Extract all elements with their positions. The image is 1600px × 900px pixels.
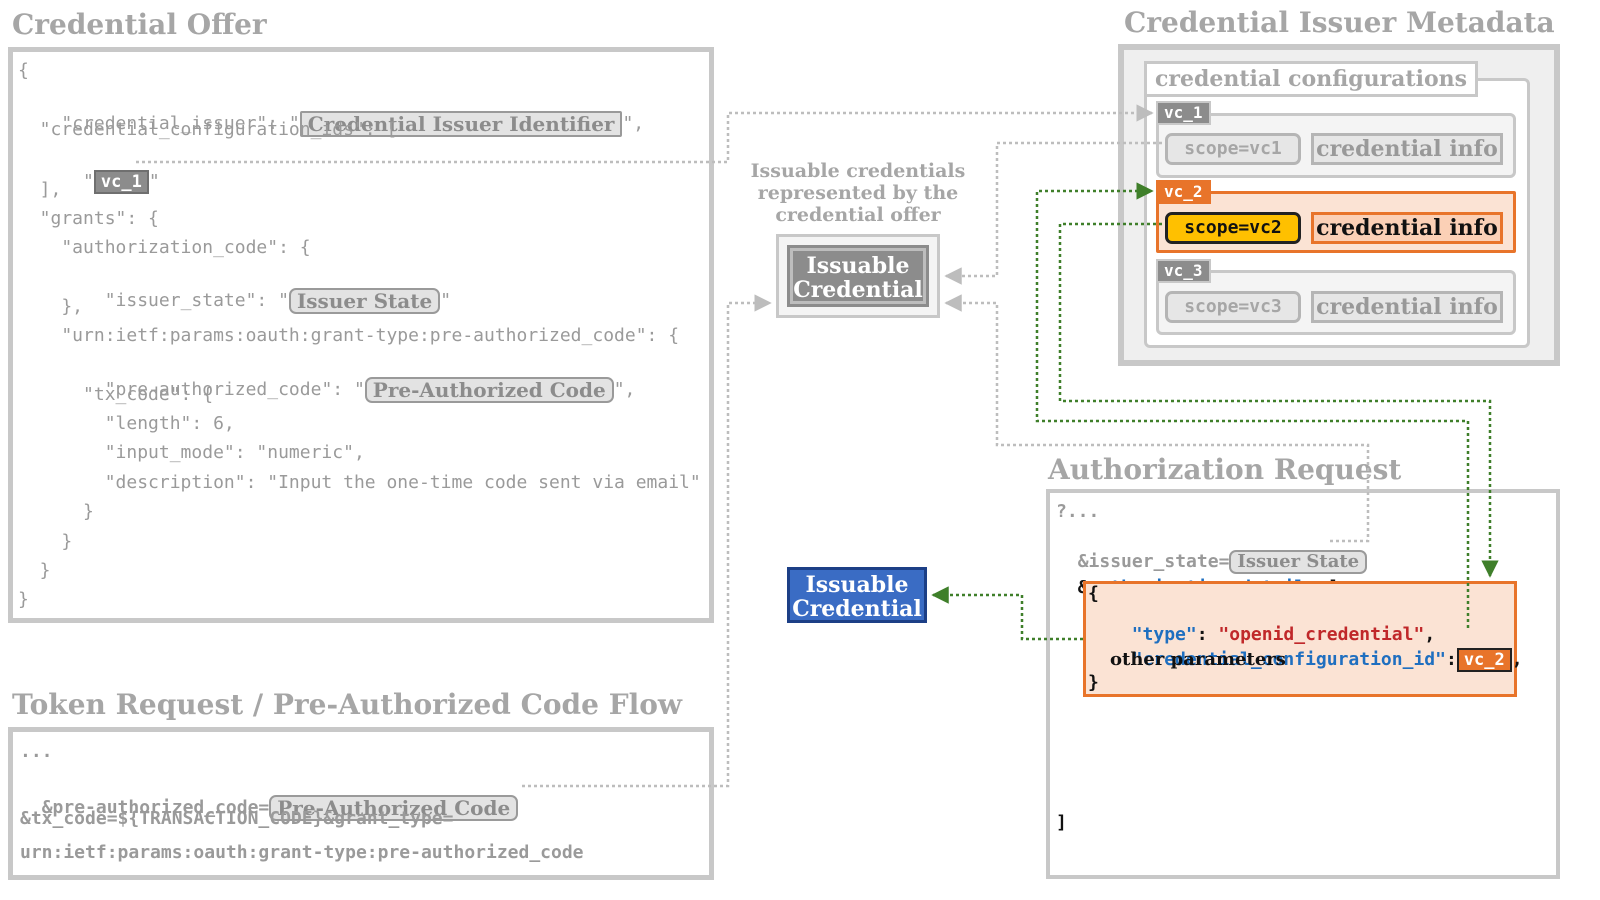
config-id-colon: : (1445, 649, 1457, 670)
config-vc3-info: credential info (1311, 291, 1503, 323)
issuer-state-placeholder: Issuer State (288, 288, 441, 314)
config-vc3-tag: vc_3 (1156, 259, 1211, 283)
auth-array-close: ] (1056, 812, 1067, 833)
offer-vc1-tag: vc_1 (93, 170, 149, 194)
config-vc3-scope: scope=vc3 (1165, 291, 1301, 323)
offer-line-preauth-close: } (18, 531, 73, 552)
offer-line-config-ids: "credential_configuration_ids": [ (18, 119, 398, 140)
vc-close-quote: " (148, 171, 160, 192)
offer-line-close: } (18, 589, 29, 610)
issuer-key: "credential_issuer": " (39, 113, 300, 134)
metadata-vc1-to-issuable-line (944, 141, 1162, 285)
credential-issuer-identifier-placeholder: Credential Issuer Identifier (299, 111, 623, 137)
auth-obj-config-id: "credential_configuration_id":vc_2, (1110, 628, 1523, 672)
auth-vc2-tag: vc_2 (1456, 648, 1512, 672)
config-id-tail: , (1511, 649, 1523, 670)
config-id-key: "credential_configuration_id" (1131, 649, 1446, 670)
auth-issuer-state-param: &issuer_state= (1077, 551, 1230, 572)
auth-details-to-issuable-blue-line (931, 586, 1083, 641)
config-vc2-scope: scope=vc2 (1165, 212, 1301, 244)
token-line-4: urn:ietf:params:oauth:grant-type:pre-aut… (20, 842, 584, 863)
type-colon: : (1196, 624, 1219, 645)
issuer-tail: ", (622, 113, 645, 134)
offer-line-vc1: "vc_1" (18, 150, 160, 194)
authorization-details-object (1083, 581, 1517, 697)
token-pre-authorized-code-placeholder: Pre-Authorized Code (269, 795, 519, 821)
offer-line-issuer-state: "issuer_state": "Issuer State" (18, 268, 451, 314)
offer-line-tx-close: } (18, 501, 94, 522)
auth-obj-type: "type": "openid_credential", (1110, 605, 1435, 645)
credential-offer-title: Credential Offer (12, 8, 267, 41)
config-vc2-info: credential info (1311, 212, 1503, 244)
preauth-code-tail: ", (613, 379, 636, 400)
preauth-param: &pre-authorized_code= (41, 797, 270, 818)
pre-authorized-code-placeholder: Pre-Authorized Code (364, 377, 614, 403)
issuable-caption: Issuable credentials represented by the … (750, 160, 966, 226)
type-comma: , (1424, 624, 1436, 645)
token-to-issuable-line (522, 294, 772, 788)
issuer-state-key: "issuer_state": " (39, 290, 289, 311)
offer-line-array-close: ], (18, 179, 62, 200)
offer-line-issuer: "credential_issuer": "Credential Issuer … (18, 91, 644, 137)
preauth-code-key: "pre-authorized_code": " (39, 379, 365, 400)
config-vc1-tag: vc_1 (1156, 101, 1211, 125)
token-line-2: &pre-authorized_code=Pre-Authorized Code (20, 775, 519, 821)
auth-obj-open: { (1088, 583, 1099, 604)
offer-line-grants-close: } (18, 560, 51, 581)
auth-issuer-state-to-issuable-line (944, 294, 1370, 543)
credential-offer-panel (8, 47, 714, 623)
vc-open-quote: " (39, 171, 94, 192)
type-value: "openid_credential" (1218, 624, 1425, 645)
type-key: "type" (1131, 624, 1197, 645)
auth-vc2-to-metadata-line (1035, 182, 1470, 628)
offer-line-preauth-code: "pre-authorized_code": "Pre-Authorized C… (18, 357, 635, 403)
credential-configurations-label: credential configurations (1144, 61, 1479, 97)
offer-line-auth-close: }, (18, 296, 84, 317)
offer-line-tx-code: "tx_code": { (18, 384, 214, 405)
offer-line-grants: "grants": { (18, 208, 159, 229)
auth-line-issuer-state: &issuer_state=Issuer State (1056, 530, 1368, 574)
auth-other-params: other parameters (1110, 649, 1286, 670)
offer-line-length: "length": 6, (18, 413, 235, 434)
offer-line-input-mode: "input_mode": "numeric", (18, 442, 365, 463)
config-vc1-scope: scope=vc1 (1165, 133, 1301, 165)
token-line-1: ... (20, 741, 53, 762)
metadata-title: Credential Issuer Metadata (1124, 6, 1555, 39)
issuer-state-tail: " (440, 290, 452, 311)
offer-line-auth-code: "authorization_code": { (18, 237, 311, 258)
offer-line-open: { (18, 60, 29, 81)
authorization-request-title: Authorization Request (1048, 453, 1402, 486)
config-vc2-tag: vc_2 (1156, 180, 1211, 204)
offer-line-description: "description": "Input the one-time code … (18, 472, 701, 493)
issuable-credential-blue: Issuable Credential (787, 567, 927, 623)
config-vc1-info: credential info (1311, 133, 1503, 165)
auth-obj-close: } (1088, 672, 1099, 693)
issuable-credential-grey: Issuable Credential (787, 245, 929, 307)
scope-vc2-to-auth-details-line (1058, 222, 1499, 578)
offer-vc1-to-metadata-line (136, 104, 1154, 164)
auth-line-1: ?... (1056, 501, 1100, 522)
offer-line-preauth-grant: "urn:ietf:params:oauth:grant-type:pre-au… (18, 325, 680, 346)
auth-issuer-state-placeholder: Issuer State (1229, 550, 1368, 574)
token-request-title: Token Request / Pre-Authorized Code Flow (12, 688, 682, 721)
token-line-3: &tx_code=${TRANSACTION_CODE}&grant_type= (20, 808, 454, 829)
